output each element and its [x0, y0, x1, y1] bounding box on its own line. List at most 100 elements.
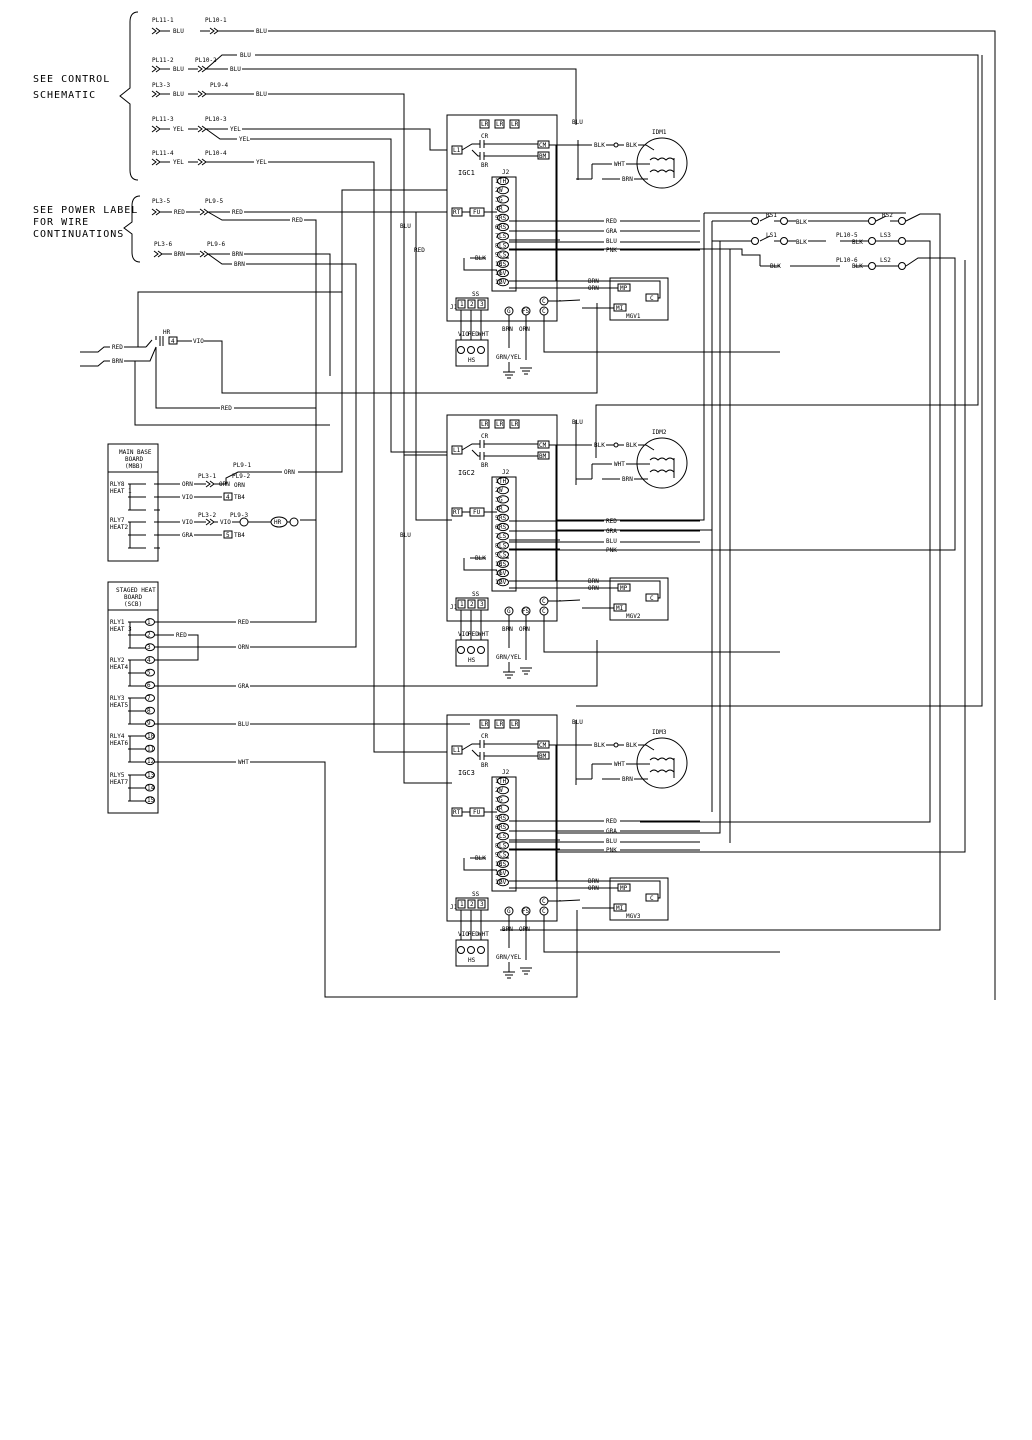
j1-label: J1: [450, 904, 458, 911]
wire-label: BLU: [173, 28, 184, 35]
j2-pin: [497, 232, 509, 241]
j2-pin: [497, 476, 509, 486]
j1-label: J1: [450, 604, 458, 611]
scb-pin: [145, 796, 155, 805]
scb-pin-num: 4: [147, 657, 151, 664]
relay-label: HEAT2: [110, 524, 128, 531]
j2-pin-label: G: [499, 496, 503, 503]
lr-label: LR: [511, 121, 519, 128]
terminal-circle: [780, 237, 788, 245]
j2-pin-label: TH: [499, 178, 507, 185]
plug-label: PL10-3: [205, 116, 227, 123]
terminal-circle: [751, 217, 759, 225]
j2-pin: [497, 186, 509, 195]
scb-pin: [145, 719, 155, 728]
j2-pin: [497, 504, 509, 513]
wire-label: BLU: [400, 223, 411, 230]
wire-label: BLU: [572, 419, 583, 426]
plug-label: PL3-1: [198, 473, 216, 480]
j2-pin: [497, 804, 509, 813]
j2-pin-num: 9: [495, 552, 499, 559]
fuse-label: FU: [473, 209, 481, 216]
mbb-box: [107, 443, 159, 562]
plug-label: PL11-4: [152, 150, 174, 157]
wire-label: WHT: [478, 931, 489, 938]
scb-pin: [145, 694, 155, 702]
j2-pin-label: RS: [499, 215, 507, 222]
j2-pin-num: 10: [495, 861, 503, 868]
j2-pin: [497, 278, 509, 287]
j2-pin-num: 5: [495, 515, 499, 522]
j2-pin: [497, 532, 509, 541]
plug-row-4: PL11-3 PL10-3 YEL YEL YEL: [151, 116, 452, 453]
idm-label: IDM2: [652, 429, 667, 436]
j2-pin-num: 11: [495, 270, 503, 277]
wire-label: RED: [238, 619, 249, 626]
bm-terminal: [537, 151, 550, 160]
j2-pin-label: GV: [499, 570, 507, 577]
j2-pin: [497, 513, 509, 522]
plug-label: PL11-2: [152, 57, 174, 64]
bm-label: BM: [539, 153, 547, 160]
mp-label: MP: [620, 885, 628, 892]
wire-label: BRN: [502, 626, 513, 633]
j2-pin-label: CS: [499, 561, 507, 568]
j2-pin-num: 12: [495, 279, 503, 286]
j2-pin-label: GV: [499, 870, 507, 877]
plug-row-5: PL11-4 PL10-4 YEL YEL: [151, 150, 452, 753]
scb-pin: [145, 771, 155, 779]
j2-pin-label: LS: [499, 242, 507, 249]
wire-label: BRN: [588, 278, 599, 285]
wire-label: GRN/YEL: [496, 654, 522, 661]
igc-label: IGC1: [458, 169, 475, 177]
cr-label: CR: [481, 133, 489, 140]
wire-label: BRN: [502, 926, 513, 933]
wire-label: RED: [221, 405, 232, 412]
j2-pin-num: 3: [495, 496, 499, 503]
wire-label: BLK: [594, 442, 605, 449]
wire-label: GRA: [606, 528, 617, 535]
fs-label: FS: [522, 308, 530, 315]
j2-pin: [497, 786, 509, 795]
mgv-label: MGV3: [626, 913, 641, 920]
switch-label: LS1: [766, 232, 777, 239]
j2-pin-num: 8: [495, 542, 499, 549]
j2-pin-num: 12: [495, 879, 503, 886]
hs-pin: [457, 346, 465, 354]
wire-label: ORN: [234, 482, 245, 489]
wire-label: RED: [606, 518, 617, 525]
pin-num: C: [542, 298, 546, 305]
switch-label: LS3: [880, 232, 891, 239]
wire-label: RED: [606, 218, 617, 225]
wire-label: BLU: [606, 838, 617, 845]
wire-label: PNK: [606, 247, 617, 254]
bm-label: BM: [539, 753, 547, 760]
br-label: BR: [481, 162, 489, 169]
lr-label: LR: [481, 121, 489, 128]
fuse-label: FU: [473, 509, 481, 516]
scb-pin-num: 9: [147, 720, 151, 727]
note-power-1: SEE POWER LABEL: [33, 205, 138, 216]
j2-pin-label: TH: [499, 478, 507, 485]
note-power-2: FOR WIRE: [33, 217, 89, 228]
pin-num: 4: [226, 494, 230, 501]
mi-label: MI: [616, 305, 624, 312]
switch-label: RS1: [766, 212, 777, 219]
j2-pin-label: CS: [499, 852, 507, 859]
bm-terminal: [537, 451, 550, 460]
lr-terminal: [494, 719, 505, 729]
j2-pin-num: 4: [495, 506, 499, 513]
wire-label: YEL: [173, 126, 184, 133]
lr-terminal: [494, 119, 505, 129]
scb-pin-num: 14: [147, 785, 155, 792]
l1-label: L1: [453, 147, 461, 154]
lr-label: LR: [481, 721, 489, 728]
cr-label: CR: [481, 733, 489, 740]
j2-pin-num: 5: [495, 815, 499, 822]
j2-pin-label: RS: [499, 224, 507, 231]
wire-label: BLK: [594, 742, 605, 749]
wire-label: RED: [232, 209, 243, 216]
wire-label: BRN: [588, 578, 599, 585]
